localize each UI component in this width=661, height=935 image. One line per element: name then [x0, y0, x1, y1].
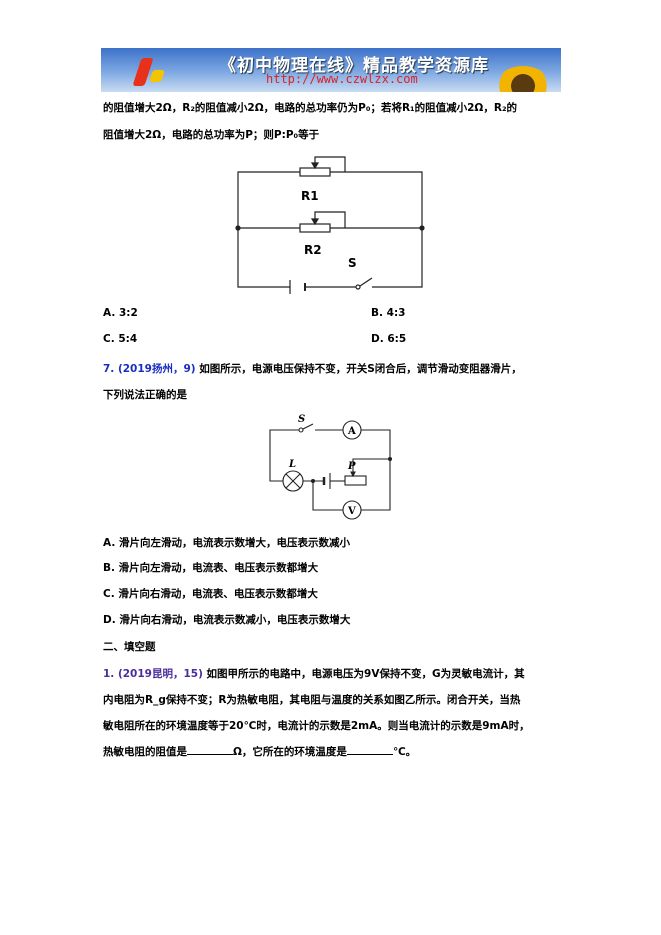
label-r1: R1 [301, 189, 319, 203]
header-banner: 《初中物理在线》精品教学资源库 http://www.czwlzx.com [101, 48, 561, 92]
answer-blank-resistance[interactable] [187, 744, 233, 755]
label-ammeter: A [347, 426, 356, 437]
fill1-source: 1. (2019昆明，15) [103, 668, 203, 680]
q6-text-line1: 的阻值增大2Ω，R₂的阻值减小2Ω，电路的总功率仍为P₀；若将R₁的阻值减小2Ω… [103, 102, 518, 114]
label-voltmeter: V [347, 506, 356, 517]
q7-option-b: B. 滑片向左滑动，电流表、电压表示数都增大 [103, 562, 319, 574]
fill1-text-b: Ω，它所在的环境温度是 [233, 746, 347, 758]
q7-option-a: A. 滑片向左滑动，电流表示数增大，电压表示数减小 [103, 537, 350, 549]
banner-url[interactable]: http://www.czwlzx.com [266, 72, 418, 86]
fill1-text-line3: 敏电阻所在的环境温度等于20℃时，电流计的示数是2mA。则当电流计的示数是9mA… [103, 720, 530, 732]
section-heading: 二、填空题 [103, 641, 156, 653]
resistor-r2 [299, 223, 331, 233]
rheostat [344, 475, 367, 486]
q6-option-d: D. 6:5 [371, 333, 407, 345]
q7-text-line1: 7. (2019扬州，9) 如图所示，电源电压保持不变，开关S闭合后，调节滑动变… [103, 361, 522, 376]
q7-stem: 如图所示，电源电压保持不变，开关S闭合后，调节滑动变阻器滑片， [199, 363, 522, 375]
fill1-text-c: ℃。 [392, 746, 417, 758]
q6-option-c: C. 5:4 [103, 333, 138, 345]
answer-blank-temperature[interactable] [346, 744, 393, 755]
label-switch: S [298, 414, 305, 425]
q7-option-c: C. 滑片向右滑动，电流表、电压表示数都增大 [103, 588, 318, 600]
circuit-diagram-q6 [235, 156, 425, 294]
label-slider: P [347, 461, 356, 472]
label-lamp: L [288, 459, 296, 470]
q7-option-d: D. 滑片向右滑动，电流表示数减小，电压表示数增大 [103, 614, 351, 626]
fill1-text-a: 热敏电阻的阻值是 [103, 746, 187, 758]
resistor-r1 [299, 167, 331, 177]
q6-option-a: A. 3:2 [103, 307, 138, 319]
q6-option-b: B. 4:3 [371, 307, 406, 319]
label-r2: R2 [304, 243, 322, 257]
fill1-stem: 如图甲所示的电路中，电源电压为9V保持不变，G为灵敏电流计，其 [206, 668, 525, 680]
fill1-text-line4: 热敏电阻的阻值是 Ω，它所在的环境温度是 ℃。 [103, 744, 416, 759]
circuit-diagram-q7 [269, 420, 393, 520]
banner-title: 《初中物理在线》精品教学资源库 [219, 56, 489, 76]
sunflower-image [496, 66, 550, 92]
fill1-text-line2: 内电阻为R_g保持不变；R为热敏电阻，其电阻与温度的关系如图乙所示。闭合开关，当… [103, 694, 521, 706]
q7-text-line2: 下列说法正确的是 [103, 389, 187, 401]
label-s: S [348, 256, 357, 270]
q6-text-line2: 阻值增大2Ω，电路的总功率为P；则P:P₀等于 [103, 129, 320, 141]
fill1-text-line1: 1. (2019昆明，15) 如图甲所示的电路中，电源电压为9V保持不变，G为灵… [103, 666, 525, 681]
q7-source: 7. (2019扬州，9) [103, 363, 196, 375]
voltmeter [342, 500, 362, 520]
